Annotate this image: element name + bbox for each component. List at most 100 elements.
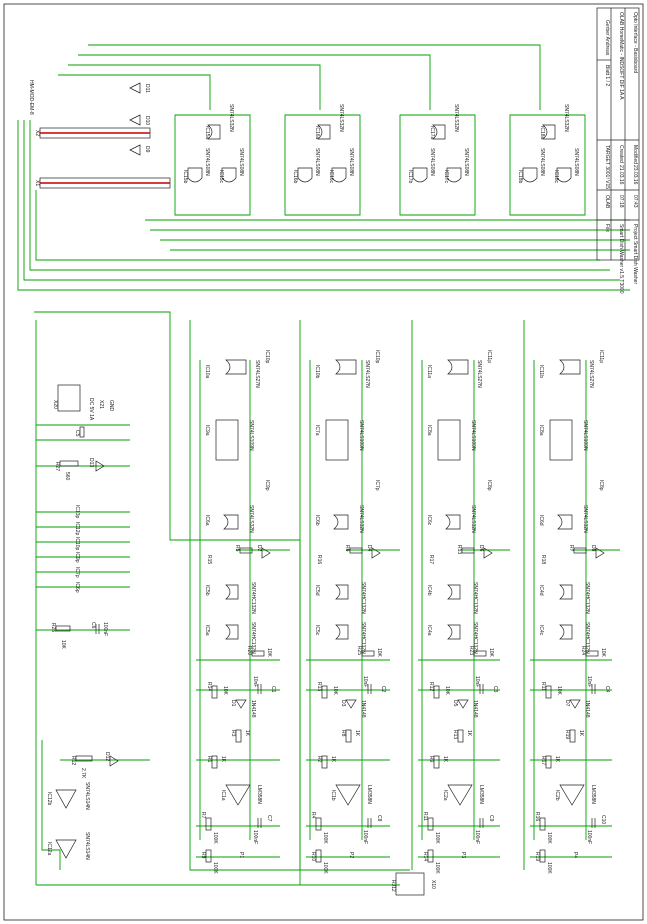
capacitor-shape (367, 684, 372, 694)
opamp-shape (447, 784, 473, 806)
channel-led: D2 (256, 545, 262, 552)
timing-cap: C4 (604, 686, 610, 693)
title-project-line: OLAB HomeMatic - INDSOFT DIF 1A A (618, 12, 624, 100)
resistor-shape (349, 547, 363, 554)
mid-resistor-value: 1K (244, 730, 250, 737)
diode-type: 1N4148 (360, 700, 366, 718)
ff-or-type: SN74LS27N (476, 360, 482, 388)
top-gate-and1-ref: IC15b (182, 170, 188, 184)
pull-resistor: R23 (468, 646, 474, 655)
capacitor-shape (257, 818, 262, 828)
title-modified-date: 23.03.16 (632, 165, 638, 185)
and-gate-shape (412, 167, 428, 183)
bypass-cap: C10 (600, 815, 606, 824)
opamp-type: LM358N (478, 785, 484, 804)
potentiometer-ref: P1 (238, 852, 244, 858)
jk-flipflop-body (437, 419, 461, 461)
top-gate-or-ref: IC18a (539, 126, 545, 140)
top-gate-or-ref: IC17a (429, 126, 435, 140)
resistor-shape (205, 849, 212, 863)
jk-type: SN74LS109N (470, 420, 476, 451)
bias-resistor-value: 1K (220, 756, 226, 763)
input-resistor: R9 (200, 852, 206, 859)
jk-power-ref: IC8p (486, 480, 492, 491)
top-gate-and1-ref: IC18b (517, 170, 523, 184)
and-gate-shape (297, 167, 313, 183)
resistor-shape (361, 650, 375, 657)
top-gate-and2-type: SN74LS08N (348, 148, 354, 176)
filter-resistor: R26 (50, 623, 56, 632)
rj12-ref: X10 (430, 880, 436, 889)
led-resistor: R5 (234, 545, 240, 552)
timing-cap: C2 (380, 686, 386, 693)
ff-or-type: SN74LS27N (588, 360, 594, 388)
bias-resistor-value: 1K (442, 756, 448, 763)
sense-resistor: R18 (540, 555, 546, 564)
timing-cap-value: 10nF (362, 676, 368, 687)
feedback-resistor-value: 100K (434, 832, 440, 844)
and-gate-shape (446, 167, 462, 183)
nand-ref: IC6b (314, 515, 320, 526)
bottom-resistor: R12 (70, 756, 76, 765)
channel-led: D8 (590, 545, 596, 552)
diode-type: 1N4148 (472, 700, 478, 718)
feedback-resistor: R4 (310, 812, 316, 819)
title-created-date: 21.03.16 (618, 165, 624, 185)
jk-power-ref: IC8p (598, 480, 604, 491)
input-resistor: R19 (534, 852, 540, 861)
top-channel-1: IC15aSN74LS32NIC15bSN74LS08NIC15cSN74LS0… (174, 104, 251, 216)
ff-or-type: SN74LS27N (254, 360, 260, 388)
bottom-led: D12 (104, 752, 110, 761)
feedback-resistor-value: 100K (322, 832, 328, 844)
bottom-left-block: IC12b IC12a SN74LS14N SN74LS14N R12 2.7K… (46, 752, 119, 860)
or-gate-shape (333, 514, 349, 530)
bypass-cap-value: 100nF (586, 830, 592, 844)
filter-cap: C6 (90, 622, 96, 629)
power-resistor: R27 (54, 462, 60, 471)
resistor-shape (321, 755, 328, 769)
ff-or-ref: IC10a (204, 365, 210, 379)
title-modified-label: Modified (632, 145, 638, 164)
top-resistor: R14 (206, 682, 212, 691)
bottom-resistor-value: 2.7K (80, 768, 86, 779)
filter-cap-value: 100nF (102, 622, 108, 636)
bottom-ic-type-2: SN74LS14N (84, 832, 90, 860)
trigger1-type: SN74HC132N (250, 582, 256, 614)
or-gate-shape (542, 124, 556, 140)
opamp-shape (559, 784, 585, 806)
opamp-ref: IC1a (220, 790, 226, 801)
diode-shape (345, 699, 357, 709)
top-channel-2: IC16aSN74LS32NIC16bSN74LS08NIC16cSN74LS0… (284, 104, 361, 216)
diode-type: 1N4148 (584, 700, 590, 718)
resistor-shape (321, 685, 328, 699)
nand-type: SN74LS32N (470, 505, 476, 533)
top-gate-or-type: SN74LS32N (338, 104, 344, 132)
opamp-ref: IC1b (330, 790, 336, 801)
jk-flipflop-body (549, 419, 573, 461)
resistor-shape (427, 817, 434, 831)
resistor-shape (569, 729, 576, 743)
resistor-shape (433, 755, 440, 769)
channel-led: D4 (366, 545, 372, 552)
nand-ref: IC6a (204, 515, 210, 526)
opamp-type: LM358N (590, 785, 596, 804)
power-ic-4: IC9p (74, 552, 80, 563)
ff-or-ref: IC10b (314, 365, 320, 379)
resistor-shape (211, 755, 218, 769)
led-resistor: R7 (568, 545, 574, 552)
trigger1-ref: IC5b (204, 585, 210, 596)
nand-ref: IC6d (538, 515, 544, 526)
resistor-shape (461, 547, 475, 554)
mid-resistor: R8 (340, 730, 346, 737)
feedback-resistor: R7 (200, 812, 206, 819)
resistor-shape (545, 755, 552, 769)
top-gate-and1-ref: IC16b (292, 170, 298, 184)
input-resistor-value: 100K (212, 862, 218, 874)
top-gate-and2-ref: IC17c (443, 170, 449, 184)
top-resistor: R13 (316, 682, 322, 691)
resistor-shape (473, 650, 487, 657)
input-resistor: R14 (422, 852, 428, 861)
